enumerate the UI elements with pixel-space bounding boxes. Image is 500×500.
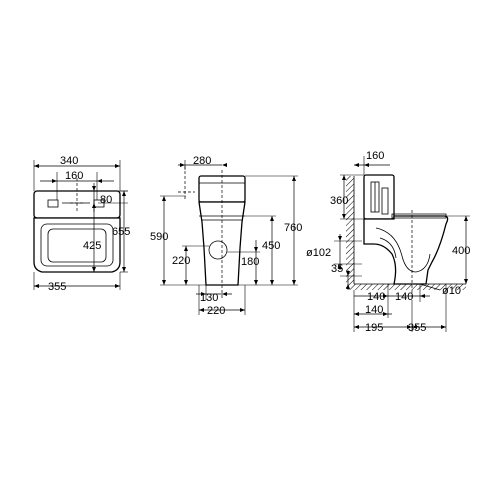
dim-top-offset: 280: [193, 155, 211, 167]
side-seat: [391, 213, 447, 219]
dim-tank-width: 160: [65, 170, 83, 182]
top-view: 340 160 80 425 655 355: [33, 155, 130, 293]
dim-seat-height-side: 400: [452, 245, 470, 257]
dim-outlet-offset: 80: [100, 194, 112, 206]
dim-base-width: 220: [207, 305, 225, 317]
dim-overall-depth: 655: [112, 226, 130, 238]
side-view: 160 360 400 ø102 35 140 140: [306, 150, 470, 334]
dim-overall-height: 760: [284, 222, 302, 234]
dim-wall-to-axis: 140: [365, 304, 383, 316]
dim-fixing-right: 140: [395, 291, 413, 303]
front-view: 280 590 760 220 450 180: [150, 155, 302, 317]
floor: [346, 284, 466, 290]
dim-tank-depth: 160: [366, 150, 384, 162]
dim-wall-to-outlet: 195: [365, 322, 383, 334]
dim-inlet-height: 590: [150, 231, 168, 243]
outlet-circle: [208, 240, 228, 260]
seat-outline: [40, 223, 114, 267]
side-bowl: [363, 215, 449, 285]
dim-floor-offset: 35: [331, 263, 343, 275]
dim-seat-height: 450: [262, 240, 280, 252]
dim-outlet-to-front: 355: [408, 322, 426, 334]
dim-bowl-width: 355: [48, 281, 66, 293]
front-tank: [198, 175, 246, 203]
dim-outlet-width: 130: [200, 292, 218, 304]
dim-tank-height: 360: [330, 195, 348, 207]
wall: [346, 176, 354, 284]
dim-overall-width: 340: [60, 155, 78, 167]
flush-button: [47, 199, 59, 208]
dim-fixing-left: 140: [367, 291, 385, 303]
dim-pipe-diameter: ø102: [306, 247, 331, 259]
dim-outlet-height-right: 180: [241, 256, 259, 268]
bowl-outline: [33, 217, 121, 273]
dim-seat-depth: 425: [83, 240, 101, 252]
dim-fixing-hole: ø10: [442, 285, 461, 297]
dim-outlet-height-left: 220: [172, 255, 190, 267]
